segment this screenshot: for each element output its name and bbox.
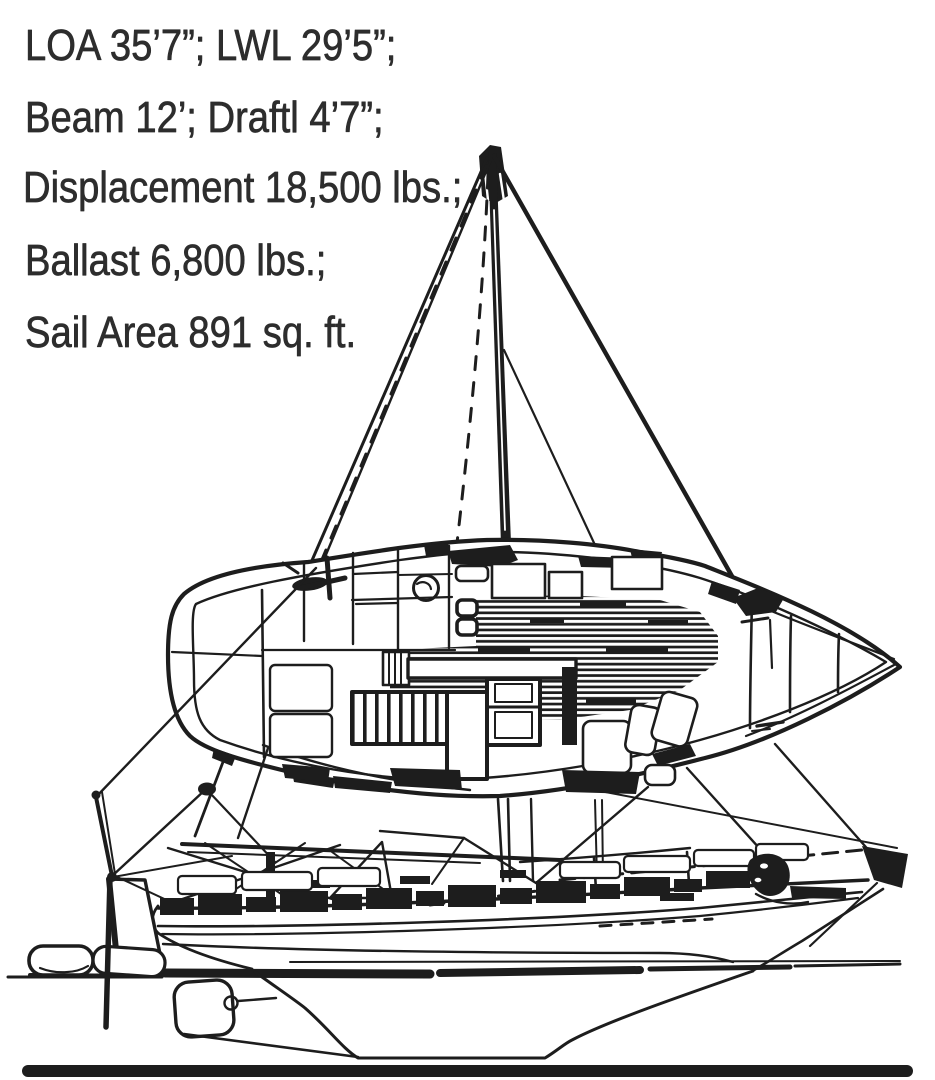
svg-text:Displacement 18,500 lbs.;: Displacement 18,500 lbs.; <box>23 162 462 211</box>
svg-text:Sail Area 891 sq. ft.: Sail Area 891 sq. ft. <box>25 307 356 356</box>
svg-text:Beam 12’; Draftl 4’7”;: Beam 12’; Draftl 4’7”; <box>25 92 384 141</box>
svg-text:Ballast 6,800 lbs.;: Ballast 6,800 lbs.; <box>25 235 326 284</box>
svg-text:LOA 35’7”; LWL 29’5”;: LOA 35’7”; LWL 29’5”; <box>25 20 396 69</box>
